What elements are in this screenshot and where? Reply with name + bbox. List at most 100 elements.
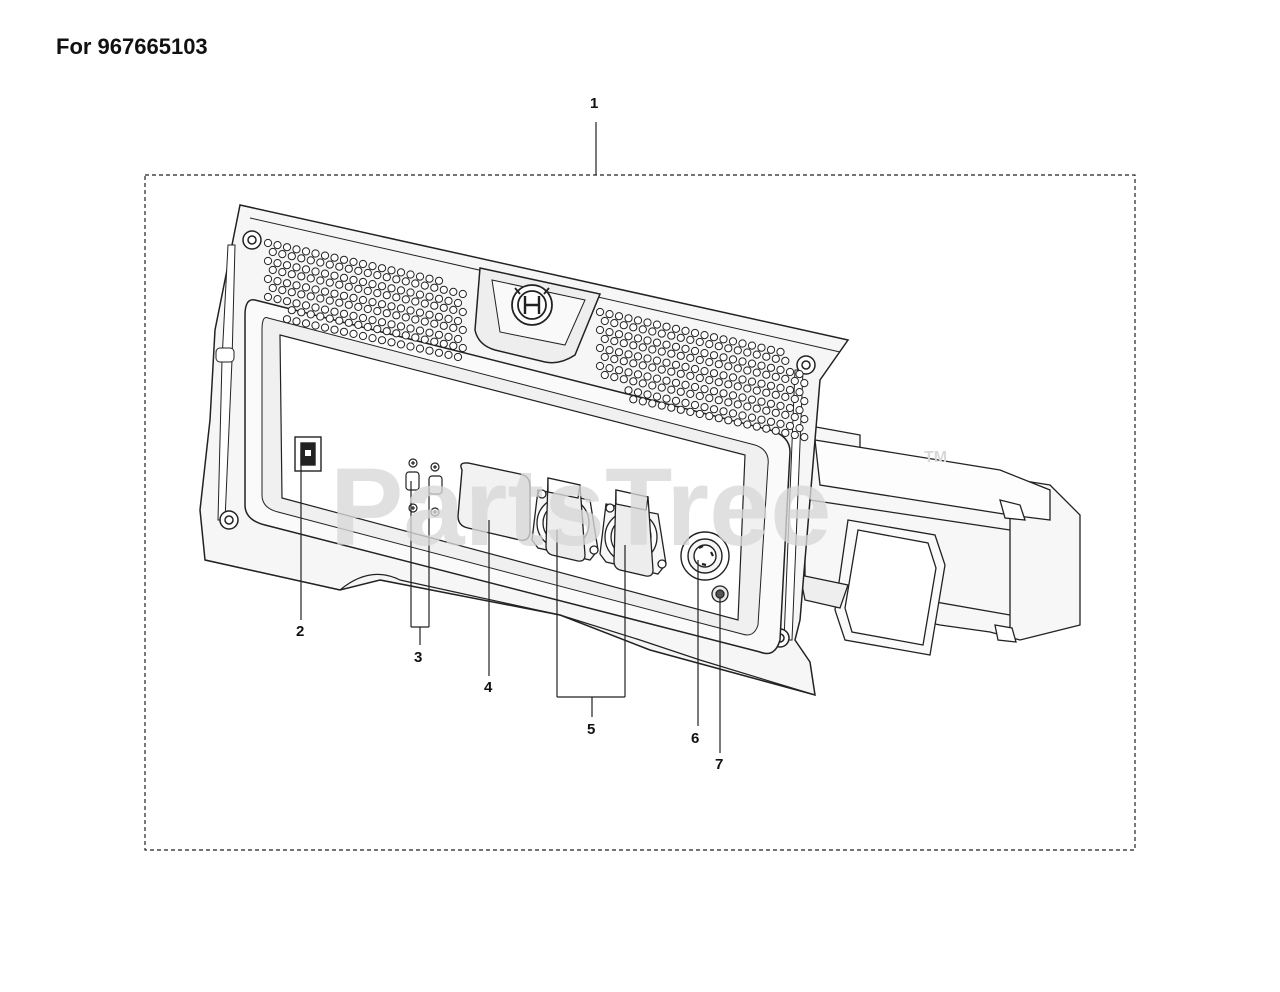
ground-terminal xyxy=(711,585,729,603)
vent-hole xyxy=(728,355,738,364)
vent-hole xyxy=(728,337,738,346)
twist-lock-receptacle xyxy=(680,531,730,581)
vent-hole xyxy=(771,354,780,363)
vent-hole xyxy=(752,422,761,431)
vent-hole xyxy=(624,368,633,377)
vent-hole xyxy=(714,378,723,387)
vent-hole xyxy=(785,403,795,413)
vent-hole xyxy=(301,247,311,256)
vent-hole xyxy=(643,336,652,345)
display-cover xyxy=(457,462,531,541)
vent-hole xyxy=(752,350,761,359)
vent-hole xyxy=(724,344,733,353)
vent-hole xyxy=(453,334,463,344)
vent-hole xyxy=(752,386,761,395)
vent-hole xyxy=(349,275,358,284)
vent-hole xyxy=(743,348,752,357)
vent-hole xyxy=(638,397,647,406)
vent-hole xyxy=(671,378,681,387)
vent-hole xyxy=(311,321,320,330)
vent-hole xyxy=(747,395,757,404)
vent-hole xyxy=(453,298,463,308)
vent-hole xyxy=(657,329,666,338)
vent-hole xyxy=(781,392,790,401)
vent-hole xyxy=(358,259,368,269)
vent-hole xyxy=(605,328,614,337)
vent-hole xyxy=(662,358,671,367)
vent-hole xyxy=(297,254,306,263)
vent-hole xyxy=(373,271,382,280)
vent-hole xyxy=(709,333,719,342)
vent-hole xyxy=(335,298,344,307)
callout-3: 3 xyxy=(414,649,422,666)
vent-hole xyxy=(776,401,785,410)
vent-hole xyxy=(724,398,733,407)
vent-hole xyxy=(287,252,296,261)
vent-hole xyxy=(757,379,766,388)
vent-hole xyxy=(643,354,652,363)
vent-hole xyxy=(686,353,695,362)
vent-hole xyxy=(776,365,785,374)
rocker-switch xyxy=(294,436,322,472)
callout-6: 6 xyxy=(691,730,699,747)
vent-hole xyxy=(667,403,676,412)
vent-hole xyxy=(709,405,719,414)
vent-hole xyxy=(757,415,766,424)
vent-hole xyxy=(719,389,728,398)
vent-hole xyxy=(686,335,695,344)
vent-hole xyxy=(800,379,809,388)
vent-hole xyxy=(382,309,391,318)
vent-hole xyxy=(273,277,282,286)
vent-hole xyxy=(368,334,377,343)
vent-hole xyxy=(781,428,790,437)
vent-hole xyxy=(354,320,363,329)
vent-hole xyxy=(344,264,353,273)
vent-hole xyxy=(411,279,420,288)
vent-hole xyxy=(320,305,330,314)
vent-hole xyxy=(449,287,458,296)
vent-hole xyxy=(619,339,628,348)
vent-hole xyxy=(311,303,320,312)
vent-hole xyxy=(344,300,353,309)
vent-hole xyxy=(757,397,766,406)
vent-hole xyxy=(657,365,666,374)
vent-hole xyxy=(287,306,296,315)
vent-hole xyxy=(358,331,368,341)
vent-hole xyxy=(382,273,391,282)
vent-hole xyxy=(453,352,463,362)
vent-hole xyxy=(444,314,453,323)
outlet-left xyxy=(531,477,599,562)
vent-hole xyxy=(354,266,363,275)
vent-hole xyxy=(415,272,425,281)
vent-hole xyxy=(377,300,387,309)
vent-hole xyxy=(600,370,609,380)
vent-hole xyxy=(733,382,742,391)
vent-hole xyxy=(595,325,605,335)
vent-hole xyxy=(610,373,619,382)
vent-hole xyxy=(771,390,780,399)
vent-hole xyxy=(368,280,377,289)
vent-hole xyxy=(776,419,785,428)
callout-1: 1 xyxy=(590,95,598,112)
vent-hole xyxy=(415,344,425,353)
vent-hole xyxy=(709,369,719,378)
vent-hole xyxy=(301,301,311,310)
vent-hole xyxy=(657,401,666,410)
vent-hole xyxy=(325,260,334,269)
callout-2: 2 xyxy=(296,623,304,640)
vent-hole xyxy=(619,375,628,384)
vent-hole xyxy=(392,275,401,284)
vent-hole xyxy=(325,296,334,305)
vent-hole xyxy=(619,357,628,366)
callout-5: 5 xyxy=(587,721,595,738)
vent-hole xyxy=(605,364,614,373)
vent-hole xyxy=(719,335,728,344)
vent-hole xyxy=(600,334,609,344)
vent-hole xyxy=(766,417,776,426)
vent-hole xyxy=(614,330,624,339)
vent-hole xyxy=(738,375,747,384)
vent-hole xyxy=(624,314,633,323)
vent-hole xyxy=(724,380,733,389)
vent-hole xyxy=(377,318,387,327)
